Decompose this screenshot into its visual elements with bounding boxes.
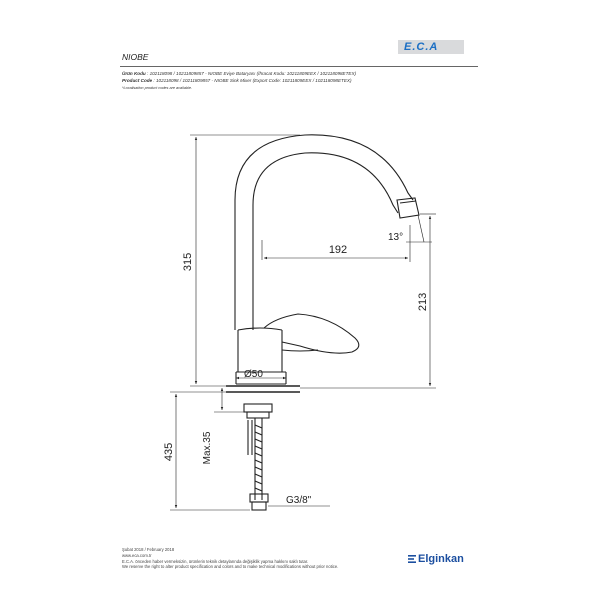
- dimension-lines: [170, 134, 436, 511]
- localisation-note: *Localisation product codes are availabl…: [122, 86, 193, 90]
- product-code-en-label: Product Code: [122, 78, 153, 83]
- footer-date: Şubat 2018 / February 2018: [122, 547, 175, 552]
- elginkan-logo: Elginkan: [408, 553, 464, 565]
- elginkan-icon: [408, 555, 416, 563]
- eca-logo: E.C.A: [398, 40, 464, 54]
- dim-connection: G3/8": [286, 495, 312, 506]
- faucet-outline: [226, 134, 420, 511]
- product-code-en-text: : 102118098 / 10211809857 - NIOBE Sink M…: [153, 78, 352, 83]
- footer-website: www.eca.com.tr: [122, 553, 152, 558]
- dim-spout-height: 213: [417, 293, 429, 311]
- product-title: NIOBE: [122, 52, 149, 62]
- footer-disclaimer-tr: E.C.A. önceden haber vermeksizin, ürünle…: [122, 559, 309, 564]
- dim-spout-reach: 192: [329, 244, 347, 256]
- product-code-tr-text: : 102118098 / 10211809857 - NIOBE Eviye …: [147, 71, 357, 76]
- dim-spout-angle: 13°: [388, 232, 403, 243]
- eca-logo-text: E.C.A: [404, 41, 439, 53]
- product-code-tr: Ürün Kodu : 102118098 / 10211809857 - NI…: [122, 71, 356, 77]
- dim-height-total: 315: [182, 253, 194, 271]
- dim-base-diameter: Ø50: [244, 369, 263, 380]
- product-code-en: Product Code : 102118098 / 10211809857 -…: [122, 78, 352, 84]
- dim-under-counter: 435: [163, 443, 175, 461]
- header-divider: [120, 66, 478, 67]
- dim-max-thickness: Max.35: [202, 431, 213, 464]
- footer-disclaimer-en: We reserve the right to alter product sp…: [122, 564, 339, 569]
- elginkan-text: Elginkan: [418, 553, 464, 565]
- product-code-tr-label: Ürün Kodu: [122, 71, 146, 76]
- dimension-labels: 315 192 13° 213 Ø50 435 Max.35 G3/8": [163, 232, 429, 506]
